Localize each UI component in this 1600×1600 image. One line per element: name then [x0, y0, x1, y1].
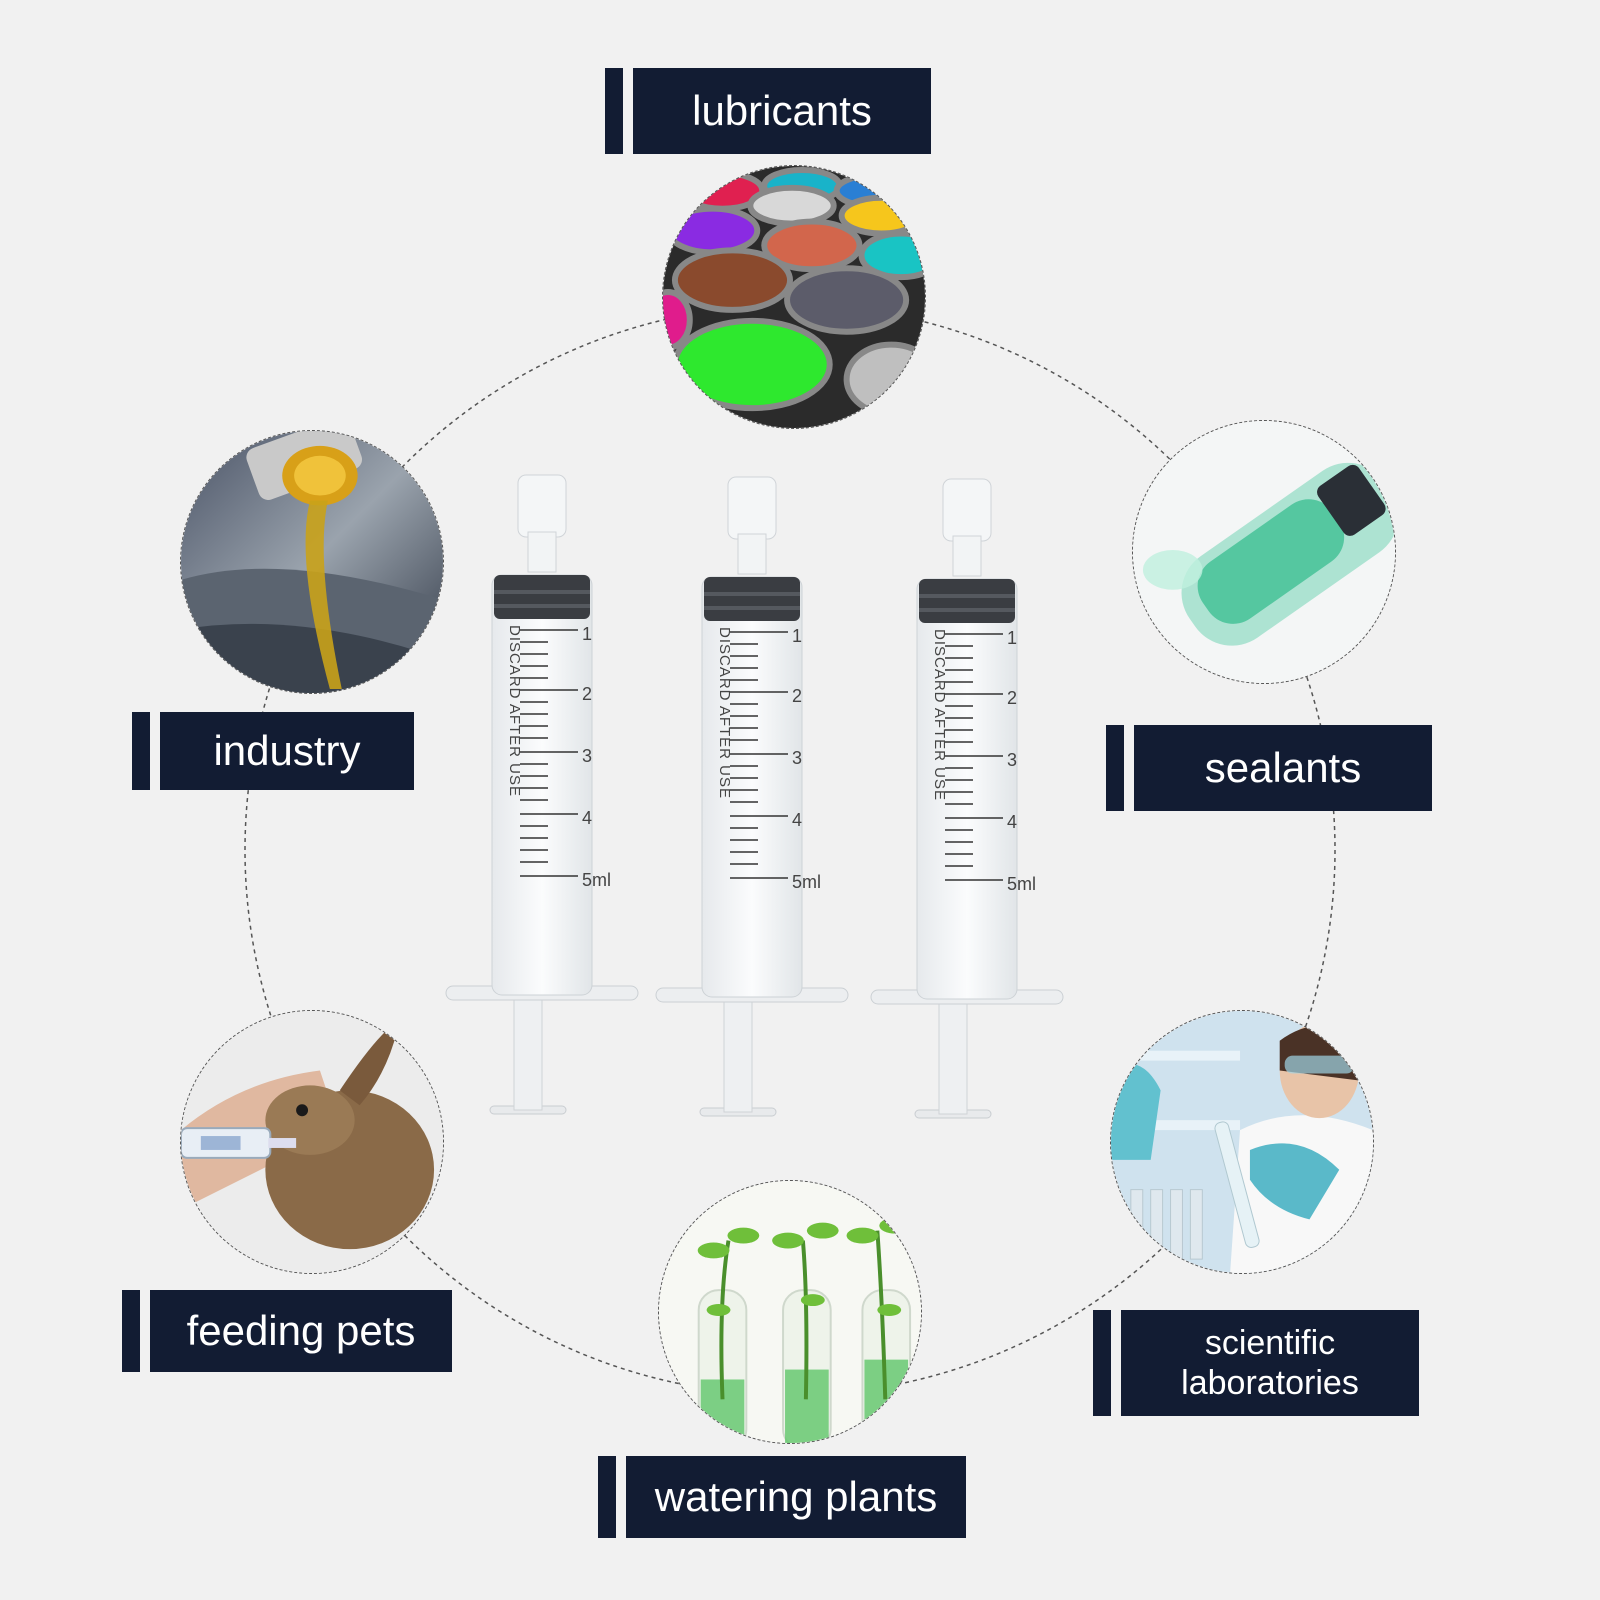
scale-1: 1: [582, 624, 592, 644]
scientist-lab-photo: [1110, 1010, 1374, 1274]
label-industry-text: industry: [160, 712, 414, 790]
label-scientific-line2: laboratories: [1181, 1364, 1359, 1402]
oil-pour-photo: [180, 430, 444, 694]
scale-1: 1: [1007, 628, 1017, 648]
label-feeding-pets: feeding pets: [122, 1290, 452, 1372]
syringe-left: [445, 474, 639, 1115]
label-accent-bar: [1093, 1310, 1111, 1416]
syringe-middle: [655, 476, 849, 1117]
syringe-left-text: DISCARD AFTER USE 1 2 3 4 5ml: [506, 624, 611, 890]
label-accent-bar: [598, 1456, 616, 1538]
scale-3: 3: [792, 748, 802, 768]
label-scientific-laboratories: scientific laboratories: [1093, 1310, 1419, 1416]
scale-4: 4: [582, 808, 592, 828]
scale-3: 3: [1007, 750, 1017, 770]
green-liquid-tube-photo: [1132, 420, 1396, 684]
scale-2: 2: [582, 684, 592, 704]
scale-2: 2: [792, 686, 802, 706]
syringe-middle-text: DISCARD AFTER USE 1 2 3 4 5ml: [716, 626, 821, 892]
scale-4: 4: [792, 810, 802, 830]
side-text: DISCARD AFTER USE: [506, 625, 523, 797]
scale-2: 2: [1007, 688, 1017, 708]
scale-5: 5ml: [792, 872, 821, 892]
label-accent-bar: [605, 68, 623, 154]
paint-cans-photo: [662, 165, 926, 429]
scale-3: 3: [582, 746, 592, 766]
label-industry: industry: [132, 712, 414, 790]
label-accent-bar: [122, 1290, 140, 1372]
label-scientific-laboratories-text: scientific laboratories: [1121, 1310, 1419, 1416]
label-sealants-text: sealants: [1134, 725, 1432, 811]
label-watering-plants-text: watering plants: [626, 1456, 966, 1538]
plant-test-tubes-photo: [658, 1180, 922, 1444]
scale-4: 4: [1007, 812, 1017, 832]
scale-5: 5ml: [1007, 874, 1036, 894]
syringe-right-text: DISCARD AFTER USE 1 2 3 4 5ml: [931, 628, 1036, 894]
label-watering-plants: watering plants: [598, 1456, 966, 1538]
syringe-right: [870, 478, 1064, 1119]
side-text: DISCARD AFTER USE: [931, 629, 948, 801]
label-scientific-line1: scientific: [1204, 1323, 1336, 1362]
label-accent-bar: [1106, 725, 1124, 811]
scale-5: 5ml: [582, 870, 611, 890]
label-sealants: sealants: [1106, 725, 1432, 811]
label-feeding-pets-text: feeding pets: [150, 1290, 452, 1372]
side-text: DISCARD AFTER USE: [716, 627, 733, 799]
label-accent-bar: [132, 712, 150, 790]
scale-1: 1: [792, 626, 802, 646]
label-lubricants: lubricants: [605, 68, 931, 154]
label-lubricants-text: lubricants: [633, 68, 931, 154]
rabbit-feeding-photo: [180, 1010, 444, 1274]
syringes-illustration: DISCARD AFTER USE 1 2 3 4 5ml DISCARD AF…: [445, 474, 1064, 1119]
